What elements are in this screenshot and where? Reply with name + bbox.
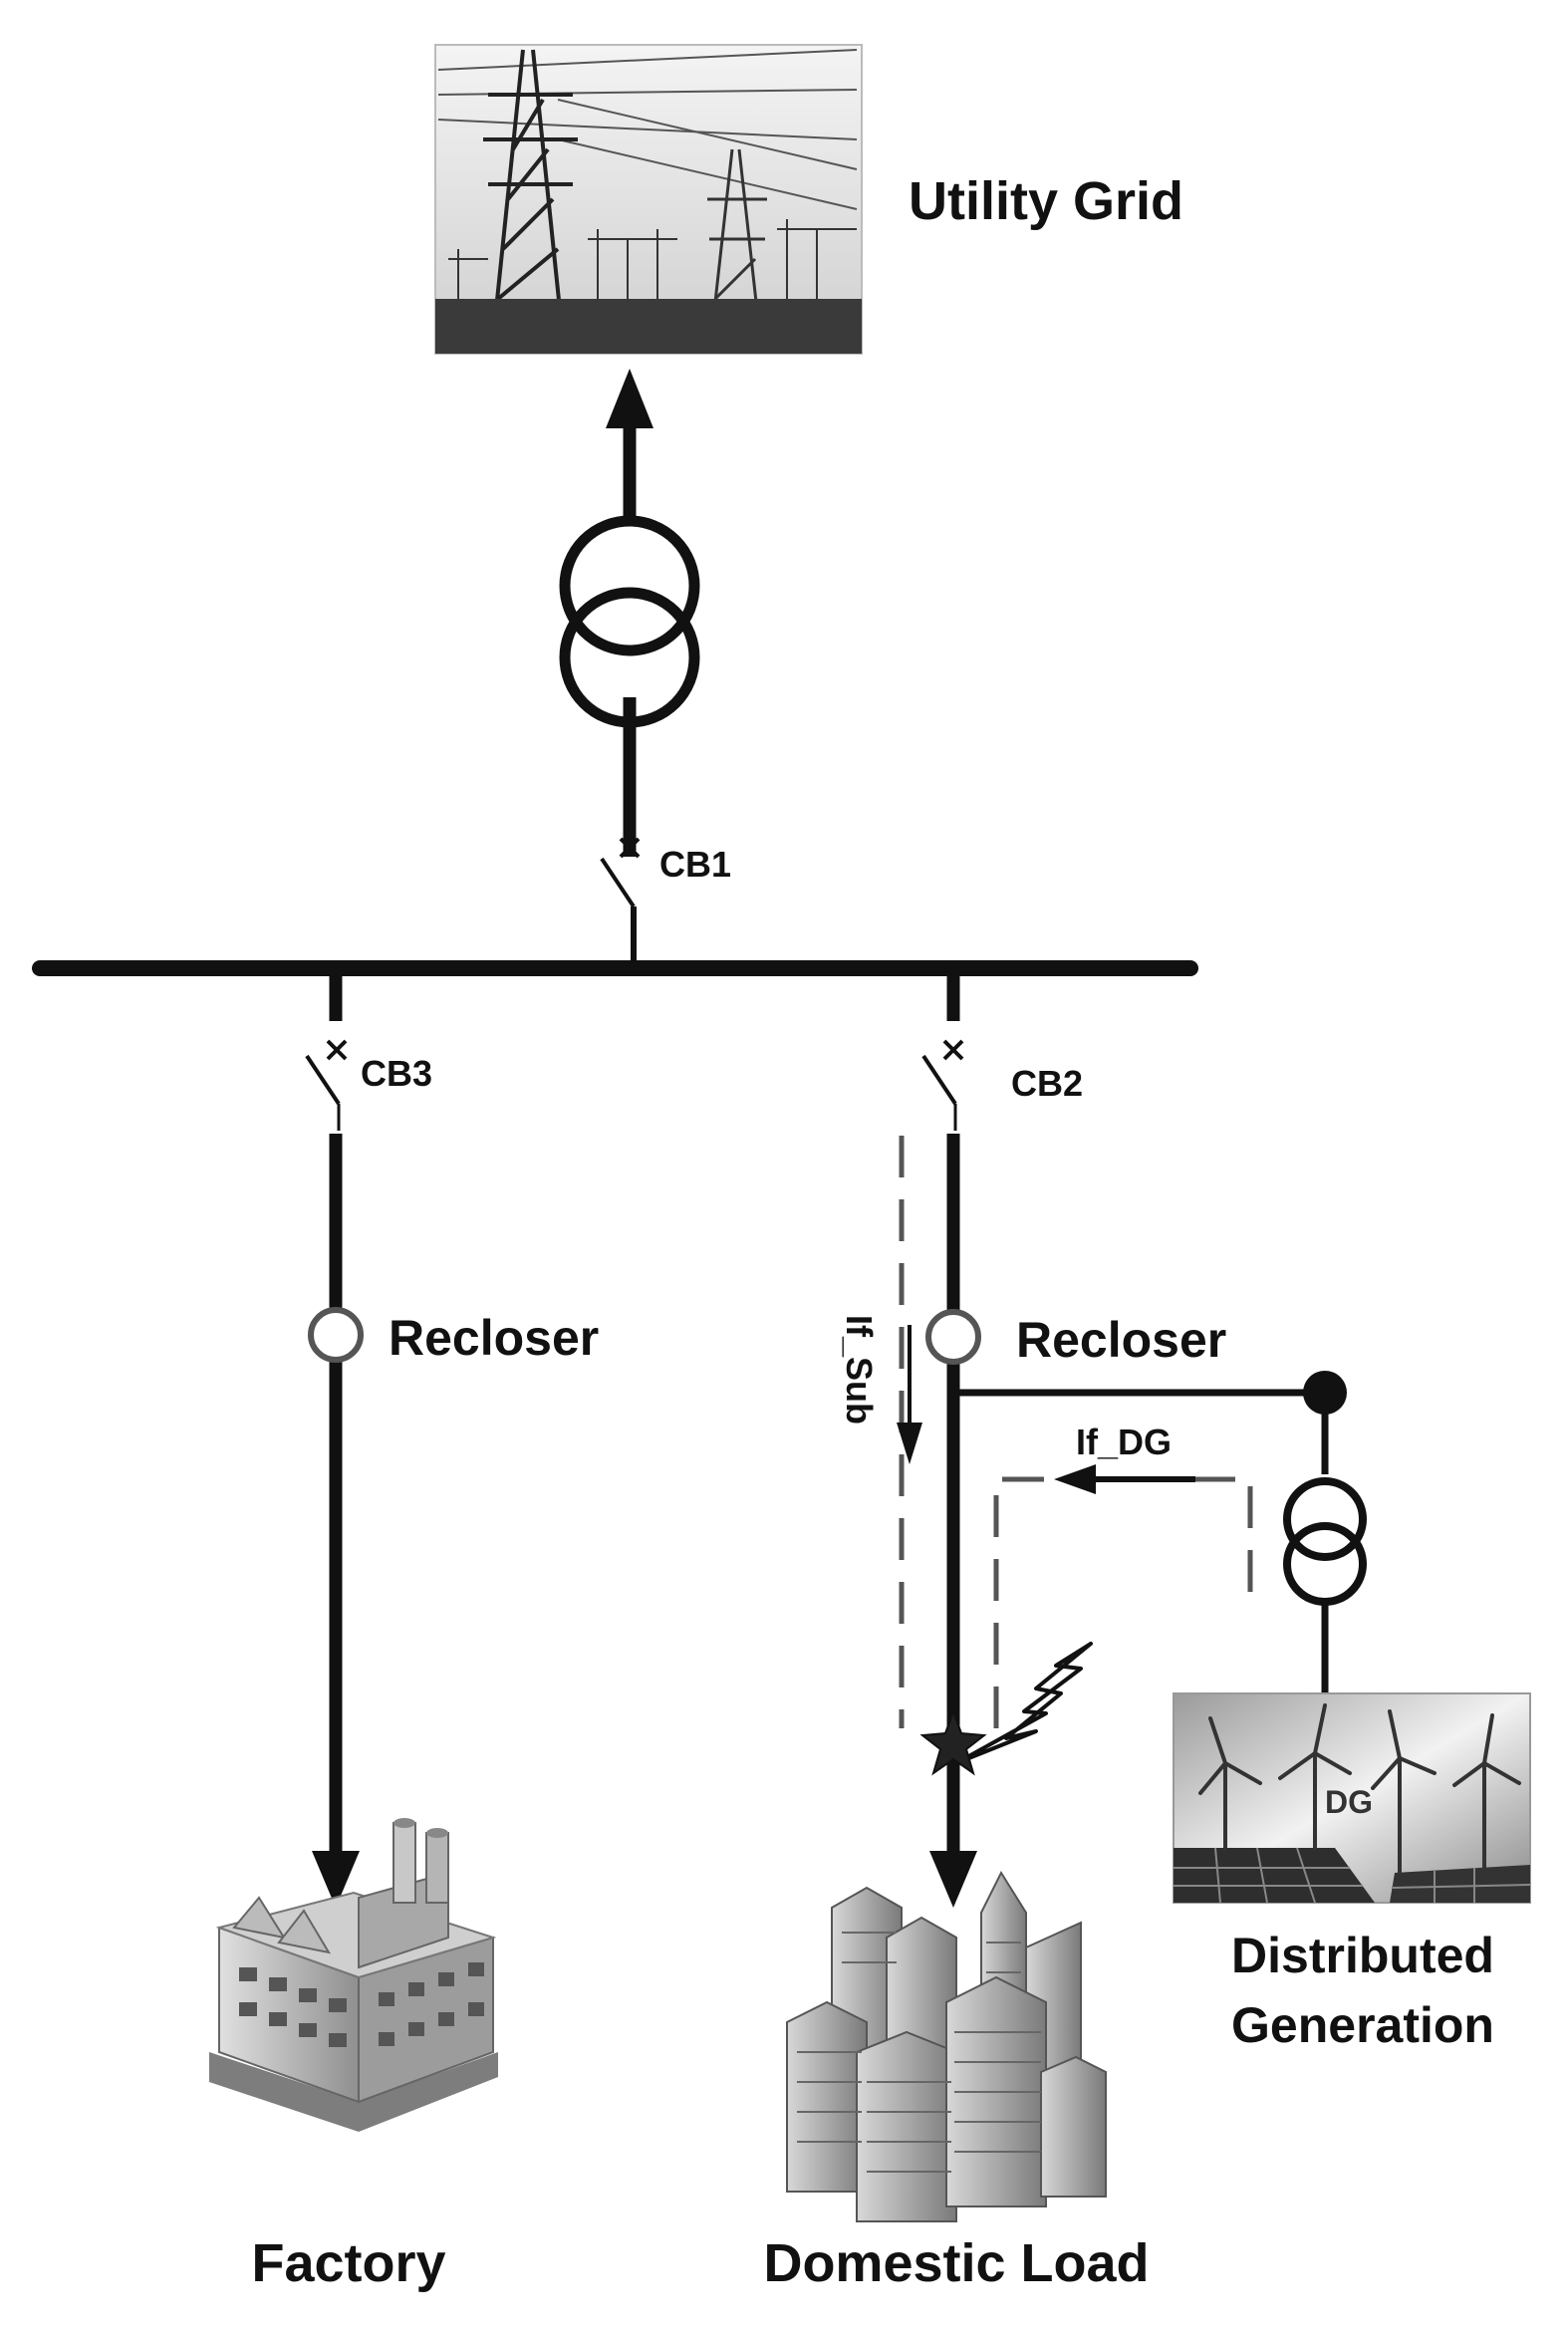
cb2-breaker-icon — [921, 1039, 964, 1106]
fault-star-icon — [919, 1708, 987, 1776]
grid-arrow-head — [606, 369, 653, 428]
if-dg-arrow-head — [1054, 1464, 1096, 1494]
domestic-arrow-head — [929, 1851, 977, 1908]
cb3-label: CB3 — [361, 1053, 432, 1094]
recloser-left-label: Recloser — [389, 1310, 599, 1366]
if-dg-label: If_DG — [1076, 1422, 1172, 1462]
if-sub-label: If_Sub — [839, 1315, 880, 1425]
recloser-left-icon — [308, 1307, 364, 1363]
distributed-generation-label-line1: Distributed — [1231, 1928, 1494, 1983]
dg-transformer-icon — [1283, 1477, 1367, 1606]
recloser-right-label: Recloser — [1016, 1312, 1226, 1368]
cb3-breaker-icon — [305, 1039, 348, 1106]
utility-grid-label: Utility Grid — [909, 171, 1183, 231]
factory-icon — [209, 1818, 498, 2132]
cb2-label: CB2 — [1011, 1063, 1083, 1104]
if-sub-arrow-head — [897, 1423, 922, 1464]
factory-label: Factory — [251, 2233, 445, 2293]
utility-grid-image — [434, 44, 863, 355]
dg-badge-label: DG — [1325, 1784, 1373, 1820]
distributed-generation-label-line2: Generation — [1231, 1997, 1494, 2053]
lightning-bolt-icon — [954, 1642, 1093, 1765]
recloser-right-icon — [925, 1309, 981, 1365]
cb1-breaker-icon — [600, 837, 641, 908]
cb1-label: CB1 — [659, 844, 731, 885]
if-dg-dashed-path — [993, 1476, 1253, 1728]
factory-arrow-head — [312, 1851, 360, 1908]
main-transformer-icon — [559, 515, 700, 728]
domestic-load-city-icon — [786, 1870, 1107, 2222]
dg-image — [1173, 1692, 1531, 1904]
domestic-load-label: Domestic Load — [763, 2233, 1149, 2293]
